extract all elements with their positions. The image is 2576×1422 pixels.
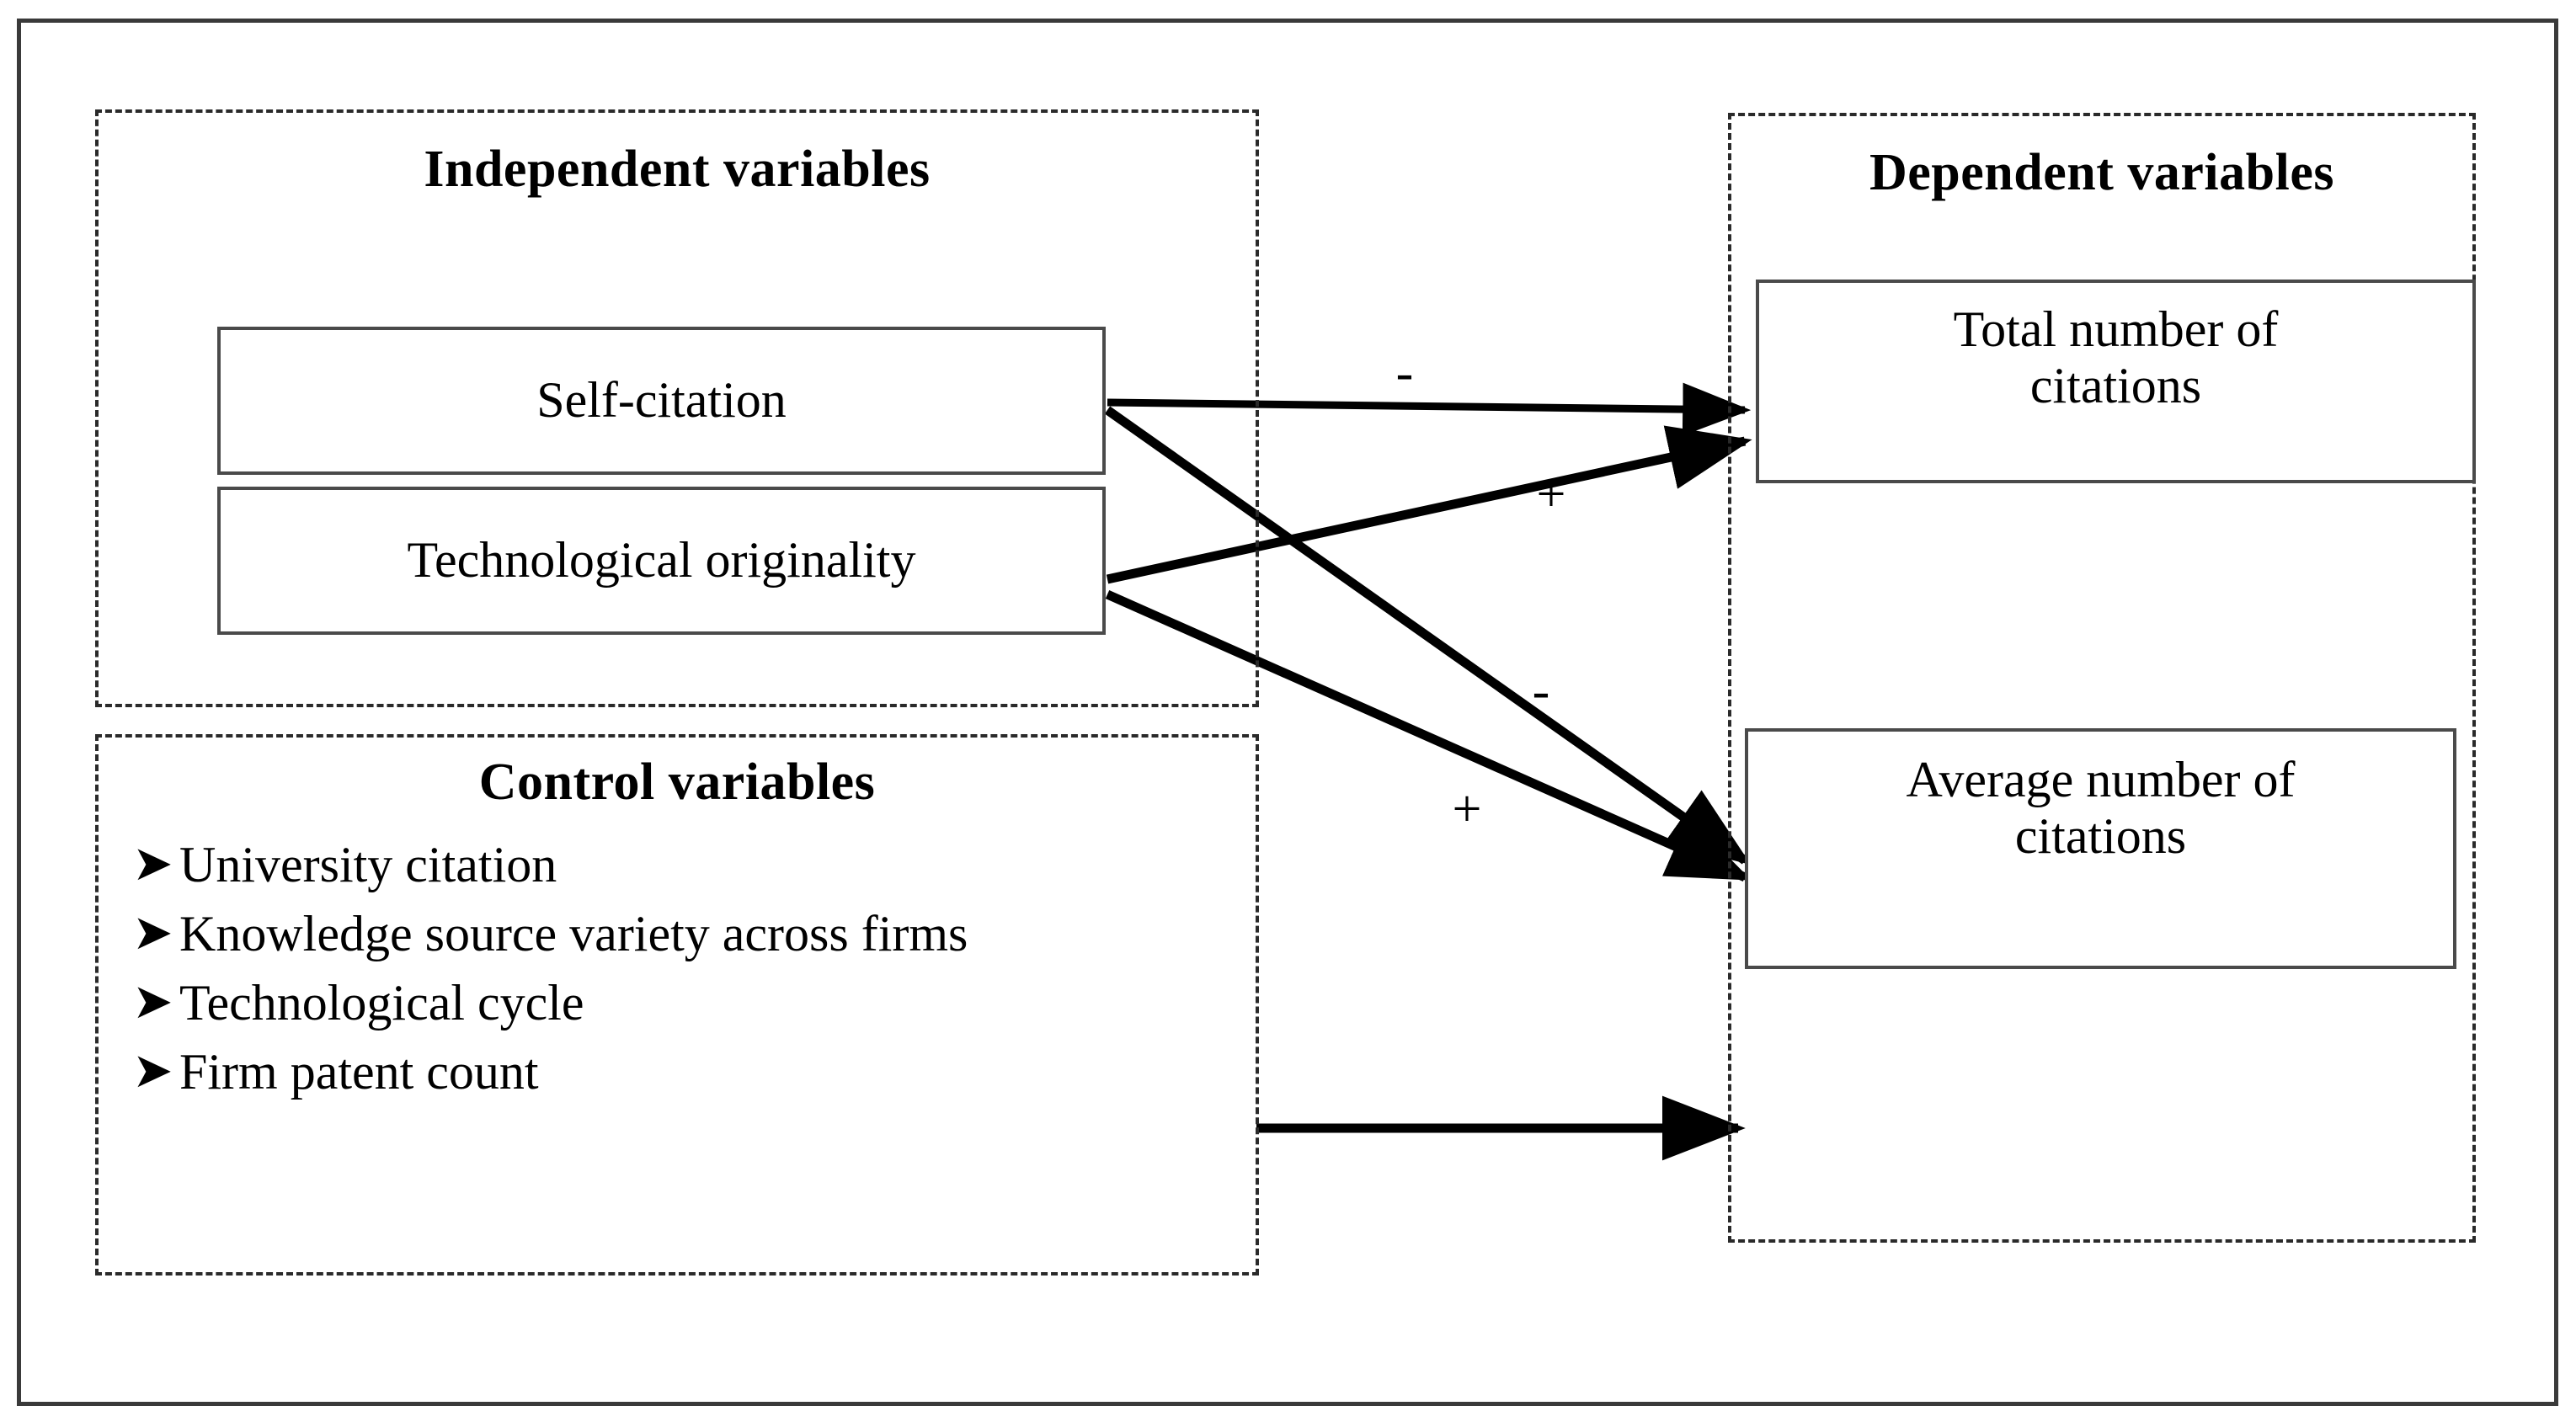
- group-independent-variables: Independent variables: [95, 109, 1259, 707]
- variable-label-self-citation: Self-citation: [536, 372, 787, 429]
- group-title-independent: Independent variables: [424, 141, 931, 198]
- arrow-selfcitation-to-average: [1104, 406, 1752, 865]
- bullet-arrow-icon: ➤: [132, 836, 173, 891]
- list-item: ➤ Firm patent count: [132, 1039, 1230, 1105]
- variable-box-average-number-of-citations: Average number of citations: [1745, 728, 2456, 969]
- bullet-arrow-icon: ➤: [132, 905, 173, 960]
- edge-sign-selfcitation-total: -: [1395, 344, 1414, 402]
- list-item: ➤ Knowledge source variety across firms: [132, 901, 1230, 967]
- variable-label-total-number-of-citations: Total number of citations: [1954, 301, 2279, 414]
- control-item-knowledge-source-variety: Knowledge source variety across firms: [179, 906, 968, 961]
- edge-sign-techoriginality-average: +: [1452, 780, 1482, 838]
- variable-label-line2: citations: [2014, 808, 2187, 864]
- group-title-control: Control variables: [478, 754, 876, 811]
- variable-label-technological-originality: Technological originality: [407, 532, 916, 589]
- variable-box-technological-originality: Technological originality: [217, 487, 1106, 635]
- arrow-selfcitation-to-total: [1107, 382, 1752, 436]
- control-item-firm-patent-count: Firm patent count: [179, 1044, 539, 1100]
- variable-label-average-number-of-citations: Average number of citations: [1906, 752, 2295, 865]
- group-title-dependent: Dependent variables: [1869, 144, 2334, 201]
- edge-sign-techoriginality-total: +: [1536, 466, 1566, 523]
- figure-outer-border: [17, 19, 2558, 1406]
- variable-box-self-citation: Self-citation: [217, 327, 1106, 475]
- arrow-techoriginality-to-average: [1105, 589, 1752, 882]
- control-variable-list: ➤ University citation ➤ Knowledge source…: [132, 832, 1230, 1108]
- control-item-technological-cycle: Technological cycle: [179, 975, 584, 1031]
- list-item: ➤ Technological cycle: [132, 970, 1230, 1036]
- group-control-variables: Control variables ➤ University citation …: [95, 734, 1259, 1276]
- list-item: ➤ University citation: [132, 832, 1230, 897]
- variable-label-line1: Total number of: [1953, 301, 2279, 357]
- variable-box-total-number-of-citations: Total number of citations: [1756, 280, 2476, 483]
- arrow-techoriginality-to-total: [1106, 425, 1752, 584]
- edge-sign-selfcitation-average: -: [1532, 663, 1550, 720]
- control-item-university-citation: University citation: [179, 837, 557, 892]
- bullet-arrow-icon: ➤: [132, 974, 173, 1029]
- group-dependent-variables: Dependent variables: [1728, 113, 2476, 1243]
- variable-label-line2: citations: [2029, 358, 2202, 413]
- variable-label-line1: Average number of: [1906, 751, 2296, 807]
- bullet-arrow-icon: ➤: [132, 1043, 173, 1098]
